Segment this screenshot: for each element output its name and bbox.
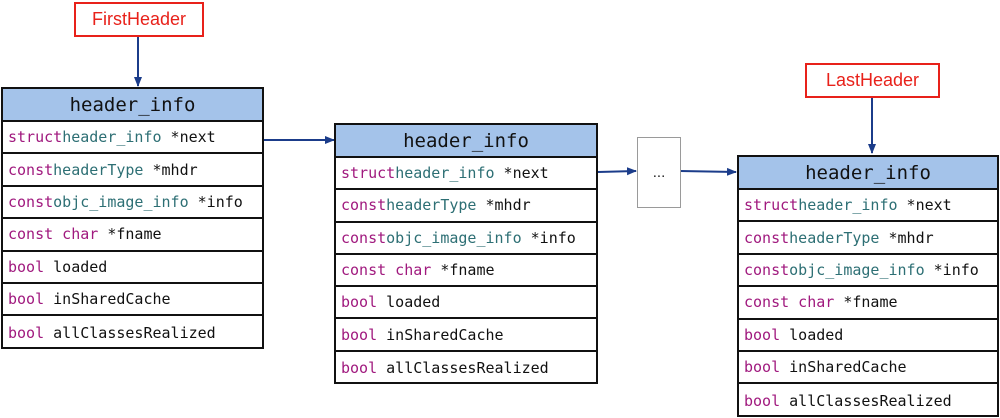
field-keyword: const char <box>341 261 432 280</box>
struct-field-row: const char *fname <box>739 287 997 320</box>
field-name: *mhdr <box>879 228 934 247</box>
first-header-label: FirstHeader <box>74 2 204 37</box>
field-type: header_info <box>62 128 162 147</box>
field-name: *mhdr <box>143 160 198 179</box>
field-keyword: bool <box>744 391 781 410</box>
field-name: allClassesRealized <box>377 358 549 377</box>
struct-field-row: bool loaded <box>336 287 596 320</box>
field-name: *next <box>897 196 952 215</box>
field-keyword: const <box>744 228 790 247</box>
field-name: inSharedCache <box>44 290 171 309</box>
struct-field-row: struct header_info *next <box>3 122 262 155</box>
field-type: headerType <box>789 228 880 247</box>
ellipsis-box: ... <box>637 137 681 208</box>
field-keyword: const <box>341 196 387 215</box>
field-keyword: const char <box>744 293 835 312</box>
field-keyword: const <box>8 160 54 179</box>
struct-field-row: const objc_image_info *info <box>739 255 997 288</box>
field-keyword: const <box>8 192 54 211</box>
field-keyword: bool <box>8 323 45 342</box>
arrow-ellipsis-to-struct-3 <box>679 167 737 176</box>
field-name: allClassesRealized <box>44 323 216 342</box>
field-name: *fname <box>834 293 898 312</box>
struct-field-row: const headerType *mhdr <box>739 222 997 255</box>
field-keyword: bool <box>8 290 45 309</box>
field-name: inSharedCache <box>780 358 907 377</box>
struct-field-row: bool inSharedCache <box>336 319 596 352</box>
struct-title: header_info <box>336 125 596 158</box>
field-name: inSharedCache <box>377 325 504 344</box>
field-keyword: bool <box>341 293 378 312</box>
field-keyword: const char <box>8 225 99 244</box>
field-name: loaded <box>44 257 108 276</box>
field-name: *next <box>161 128 216 147</box>
field-keyword: bool <box>744 325 781 344</box>
field-name: *next <box>494 164 549 183</box>
struct-title: header_info <box>3 89 262 122</box>
field-name: loaded <box>377 293 441 312</box>
struct-field-row: const objc_image_info *info <box>3 187 262 220</box>
struct-field-row: struct header_info *next <box>336 158 596 191</box>
field-keyword: const <box>341 228 387 247</box>
struct-field-row: const char *fname <box>336 255 596 288</box>
field-keyword: struct <box>744 196 799 215</box>
field-name: *info <box>188 192 243 211</box>
struct-field-row: bool loaded <box>739 320 997 352</box>
field-keyword: bool <box>744 358 781 377</box>
field-type: objc_image_info <box>386 228 522 247</box>
struct-field-row: bool allClassesRealized <box>336 352 596 384</box>
field-keyword: bool <box>341 325 378 344</box>
field-keyword: struct <box>341 164 396 183</box>
struct-field-row: const char *fname <box>3 219 262 252</box>
field-name: *fname <box>98 225 162 244</box>
field-keyword: const <box>744 260 790 279</box>
field-name: *info <box>924 260 979 279</box>
last-header-label: LastHeader <box>805 63 940 98</box>
field-keyword: bool <box>8 257 45 276</box>
field-type: headerType <box>386 196 477 215</box>
field-keyword: struct <box>8 128 63 147</box>
struct-title: header_info <box>739 157 997 190</box>
struct-field-row: bool inSharedCache <box>739 352 997 385</box>
arrow-next-to-ellipsis <box>597 167 637 176</box>
field-name: loaded <box>780 325 844 344</box>
field-name: *info <box>521 228 576 247</box>
field-keyword: bool <box>341 358 378 377</box>
field-type: headerType <box>53 160 144 179</box>
struct-field-row: bool allClassesRealized <box>3 316 262 348</box>
field-type: header_info <box>395 164 495 183</box>
field-name: allClassesRealized <box>780 391 952 410</box>
struct-field-row: bool loaded <box>3 252 262 284</box>
struct-field-row: bool allClassesRealized <box>739 384 997 416</box>
field-name: *mhdr <box>476 196 531 215</box>
struct-field-row: bool inSharedCache <box>3 284 262 317</box>
field-type: objc_image_info <box>789 260 925 279</box>
struct-field-row: struct header_info *next <box>739 190 997 223</box>
field-type: objc_image_info <box>53 192 189 211</box>
field-type: header_info <box>798 196 898 215</box>
struct-field-row: const headerType *mhdr <box>336 190 596 223</box>
field-name: *fname <box>431 261 495 280</box>
struct-field-row: const objc_image_info *info <box>336 223 596 255</box>
struct-field-row: const headerType *mhdr <box>3 154 262 187</box>
